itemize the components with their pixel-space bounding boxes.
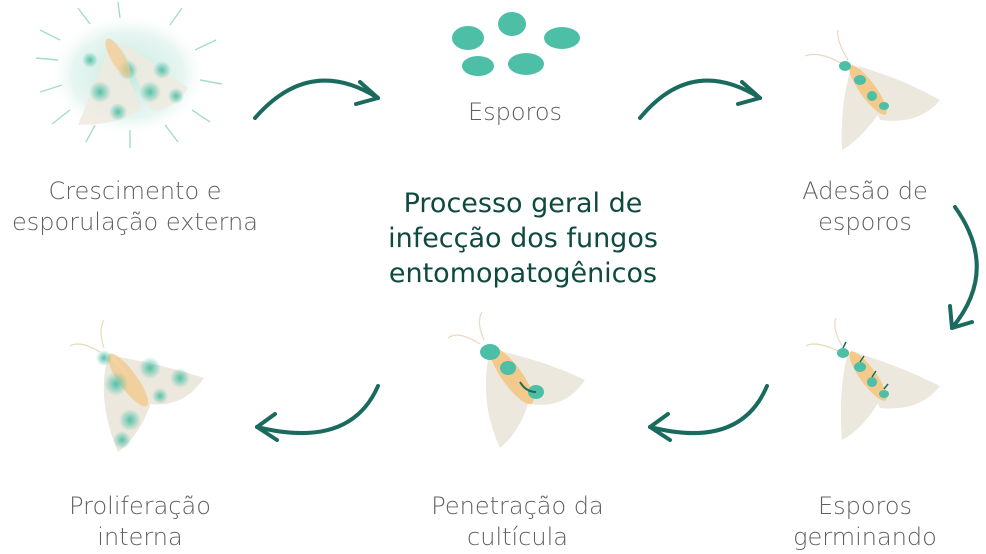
- moth-spore-adhesion: [804, 29, 940, 150]
- arrow-growth-to-spores: [253, 78, 380, 120]
- label-germinating-spores: Esporos germinando: [793, 492, 937, 551]
- moth-germinating-spores: [805, 317, 940, 440]
- label-spores: Esporos: [467, 98, 563, 126]
- arrow-adhesion-to-germinating: [948, 205, 979, 330]
- arrow-spores-to-adhesion: [638, 78, 762, 120]
- diagram-title: Processo geral de infecção dos fungos en…: [388, 188, 658, 289]
- moth-external-sporulation: [35, 1, 223, 148]
- moth-internal-proliferation: [69, 319, 204, 452]
- arrow-penetration-to-proliferation: [255, 384, 380, 442]
- label-internal-proliferation: Proliferação interna: [69, 492, 211, 551]
- spores-cluster: [452, 12, 580, 76]
- label-cuticle-penetration: Penetração da cultícula: [431, 492, 604, 551]
- label-growth-sporulation: Crescimento e esporulação externa: [12, 177, 258, 236]
- label-spore-adhesion: Adesão de esporos: [802, 177, 928, 236]
- moth-cuticle-penetration: [447, 311, 585, 448]
- arrow-germinating-to-penetration: [648, 384, 769, 442]
